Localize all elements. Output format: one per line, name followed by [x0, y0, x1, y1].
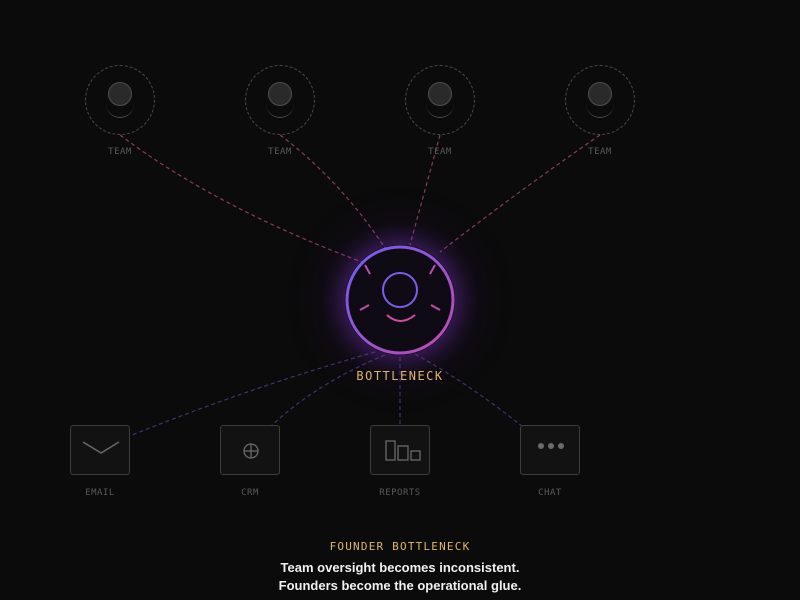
team-link-2 — [279, 134, 386, 249]
chat-dots-icon — [538, 443, 564, 449]
person-head-icon — [428, 82, 452, 106]
stress-mark — [359, 304, 370, 311]
person-head-icon — [268, 82, 292, 106]
team-link-4 — [439, 134, 601, 253]
person-smile-icon — [266, 104, 294, 118]
person-smile-icon — [586, 104, 614, 118]
team-node-1 — [85, 65, 155, 135]
tool-crm — [220, 425, 280, 475]
founder-face-icon — [345, 245, 455, 355]
tool-link-chat — [414, 353, 546, 446]
team-node-4 — [565, 65, 635, 135]
team-node-3 — [405, 65, 475, 135]
envelope-icon — [82, 441, 120, 454]
person-head-icon — [588, 82, 612, 106]
team-link-3 — [409, 134, 441, 246]
person-smile-icon — [106, 104, 134, 118]
tool-label: CRM — [241, 488, 259, 498]
team-label: TEAM — [268, 147, 292, 157]
tool-label: REPORTS — [379, 488, 421, 498]
tool-reports — [370, 425, 430, 475]
caption-line-2: Founders become the operational glue. — [278, 578, 522, 593]
bar-chart-icon — [385, 440, 421, 461]
crosshair-icon — [243, 443, 259, 459]
tool-link-email — [99, 351, 376, 449]
stress-mark — [430, 304, 441, 311]
founder-hub-node — [345, 245, 455, 355]
hub-label: BOTTLENECK — [356, 369, 444, 383]
team-node-2 — [245, 65, 315, 135]
tool-email — [70, 425, 130, 475]
stress-mark — [364, 264, 371, 275]
tool-chat — [520, 425, 580, 475]
team-label: TEAM — [108, 147, 132, 157]
caption-line-1: Team oversight becomes inconsistent. — [280, 560, 520, 575]
person-smile-icon — [426, 104, 454, 118]
stress-mark — [429, 264, 436, 275]
tool-label: CHAT — [538, 488, 562, 498]
tool-label: EMAIL — [85, 488, 115, 498]
person-head-icon — [108, 82, 132, 106]
caption-title: FOUNDER BOTTLENECK — [329, 540, 471, 553]
team-label: TEAM — [588, 147, 612, 157]
team-label: TEAM — [428, 147, 452, 157]
